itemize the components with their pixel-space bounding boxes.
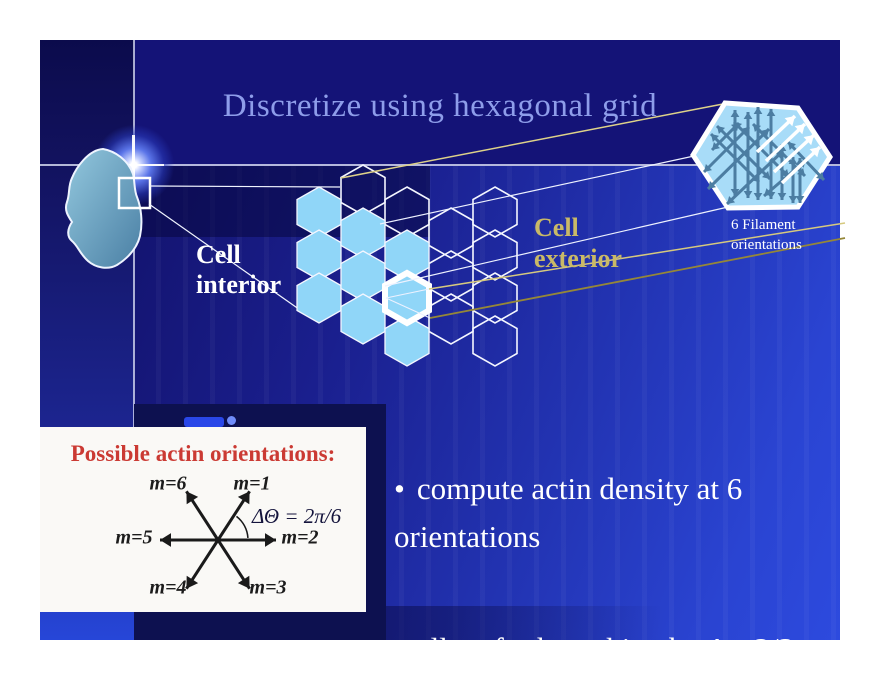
- cropped-icon-dot: [227, 416, 236, 425]
- orientation-star-diagram: [160, 490, 276, 590]
- hex-cell-outlined: [472, 186, 518, 238]
- cell-exterior-label: Cell exterior: [534, 213, 623, 273]
- bullet-item: •compute actin density at 6 orientations: [394, 465, 826, 561]
- bullet-text: allow for branching by Arp2/3: [416, 631, 794, 666]
- hex-cell-filled: [384, 315, 430, 367]
- m6-label: m=6: [149, 472, 187, 495]
- m2-label: m=2: [281, 526, 319, 549]
- star-cross-vertical: [132, 135, 135, 195]
- cropped-icon-sliver: [184, 417, 224, 427]
- square-projection-lines: [148, 185, 341, 313]
- hex-grid: [296, 164, 518, 367]
- m4-label: m=4: [149, 576, 187, 599]
- template-horizontal-line: [40, 164, 840, 166]
- angle-annotation: ΔΘ = 2π/6: [252, 504, 342, 528]
- hex-cell-outlined: [472, 315, 518, 367]
- zoom-square: [117, 176, 152, 210]
- bullet-list: •compute actin density at 6 orientations…: [394, 417, 826, 680]
- bullet-dot: •: [394, 471, 405, 506]
- hex-cell-filled: [340, 293, 386, 345]
- inset-title: Possible actin orientations:: [70, 441, 336, 466]
- hex-cell-filled: [296, 272, 342, 324]
- hex-cell-outlined: [472, 272, 518, 324]
- m3-label: m=3: [249, 576, 287, 599]
- bullet-item: • allow for branching by Arp2/3: [394, 625, 826, 673]
- bullet-text: compute actin density at 6 orientations: [394, 471, 743, 554]
- cell-interior-label: Cell interior: [196, 240, 282, 299]
- m1-label: m=1: [233, 472, 271, 495]
- filament-hexagon: [690, 100, 833, 211]
- slide-title: Discretize using hexagonal grid: [222, 88, 658, 124]
- filament-orientations-label: 6 Filament orientations: [731, 217, 802, 253]
- projection-lines: [340, 103, 846, 319]
- m5-label: m=5: [115, 526, 153, 549]
- bullet-dot: •: [394, 631, 405, 666]
- hex-cell-outlined: [472, 229, 518, 281]
